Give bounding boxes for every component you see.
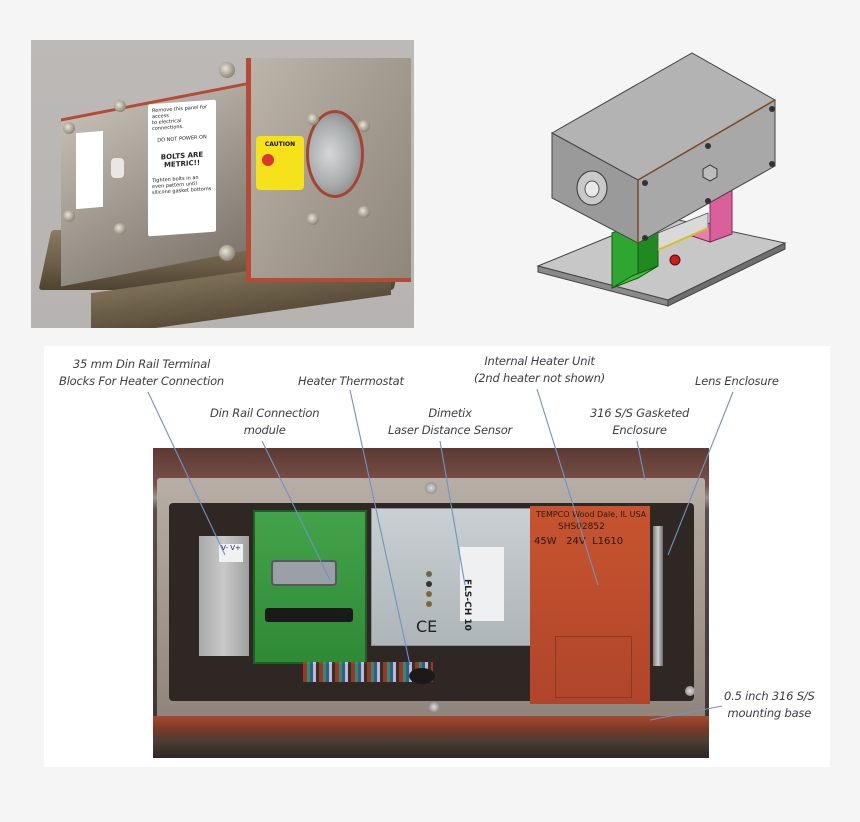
lens-window: [306, 110, 364, 198]
bolt-icon: [63, 122, 75, 134]
interior-photo: V- V+ FLS-CH 10 CE TEMPCO Wood Dale, IL …: [153, 448, 709, 758]
terminal-marking: V- V+: [219, 544, 243, 562]
caution-title: CAUTION: [264, 141, 296, 148]
bolt-icon: [114, 223, 126, 235]
sticker-bottom: Tighten bolts in an even pattern until s…: [152, 174, 212, 197]
internal-heater-unit: TEMPCO Wood Dale, IL USA SHS02852 45W 24…: [530, 506, 650, 704]
ce-mark-icon: CE: [416, 617, 438, 636]
bolt-icon: [219, 245, 235, 261]
sensor-model: FLS-CH 10: [462, 579, 472, 631]
label-internal-heater: Internal Heater Unit(2nd heater not show…: [474, 354, 606, 385]
bolt-icon: [63, 210, 75, 222]
laser-burst-icon: [262, 154, 274, 166]
cad-model-render: [536, 52, 787, 307]
bolt-icon: [114, 100, 126, 112]
metric-bolts-sticker: Remove this panel for access to electric…: [148, 99, 216, 237]
caution-sticker: CAUTION: [256, 136, 304, 190]
bolt-icon: [358, 120, 370, 132]
label-heater-thermostat: Heater Thermostat: [298, 374, 404, 388]
dimetix-laser-sensor: FLS-CH 10 CE: [371, 508, 531, 646]
label-lens-enclosure: Lens Enclosure: [695, 374, 779, 388]
heater-rating: 45W 24V L1610: [534, 536, 624, 547]
wiring-bundle: [303, 662, 433, 682]
sticker-mid: DO NOT POWER ON: [157, 134, 207, 144]
din-terminal-blocks: V- V+: [199, 536, 249, 656]
enclosure-photo: Remove this panel for access to electric…: [31, 40, 414, 328]
bolt-icon: [307, 213, 319, 225]
heater-thermostat: [409, 668, 435, 684]
bolt-icon: [219, 62, 235, 78]
cad-red-knob: [669, 254, 681, 266]
bolt-icon: [358, 206, 370, 218]
bolt-icon: [307, 113, 319, 125]
sensor-label: [460, 547, 504, 621]
cable-gland-plug: [111, 158, 124, 178]
info-sticker: [76, 130, 103, 210]
mounting-base: [153, 716, 709, 758]
lens-enclosure: [653, 526, 663, 666]
db9-connector-icon: [271, 560, 337, 586]
heater-serial: SHS02852: [558, 522, 605, 532]
sticker-heading: BOLTS ARE METRIC!!: [160, 150, 204, 170]
heater-maker: TEMPCO Wood Dale, IL USA: [536, 510, 647, 519]
cable-tie: [265, 608, 353, 622]
din-connection-module: [253, 510, 367, 664]
